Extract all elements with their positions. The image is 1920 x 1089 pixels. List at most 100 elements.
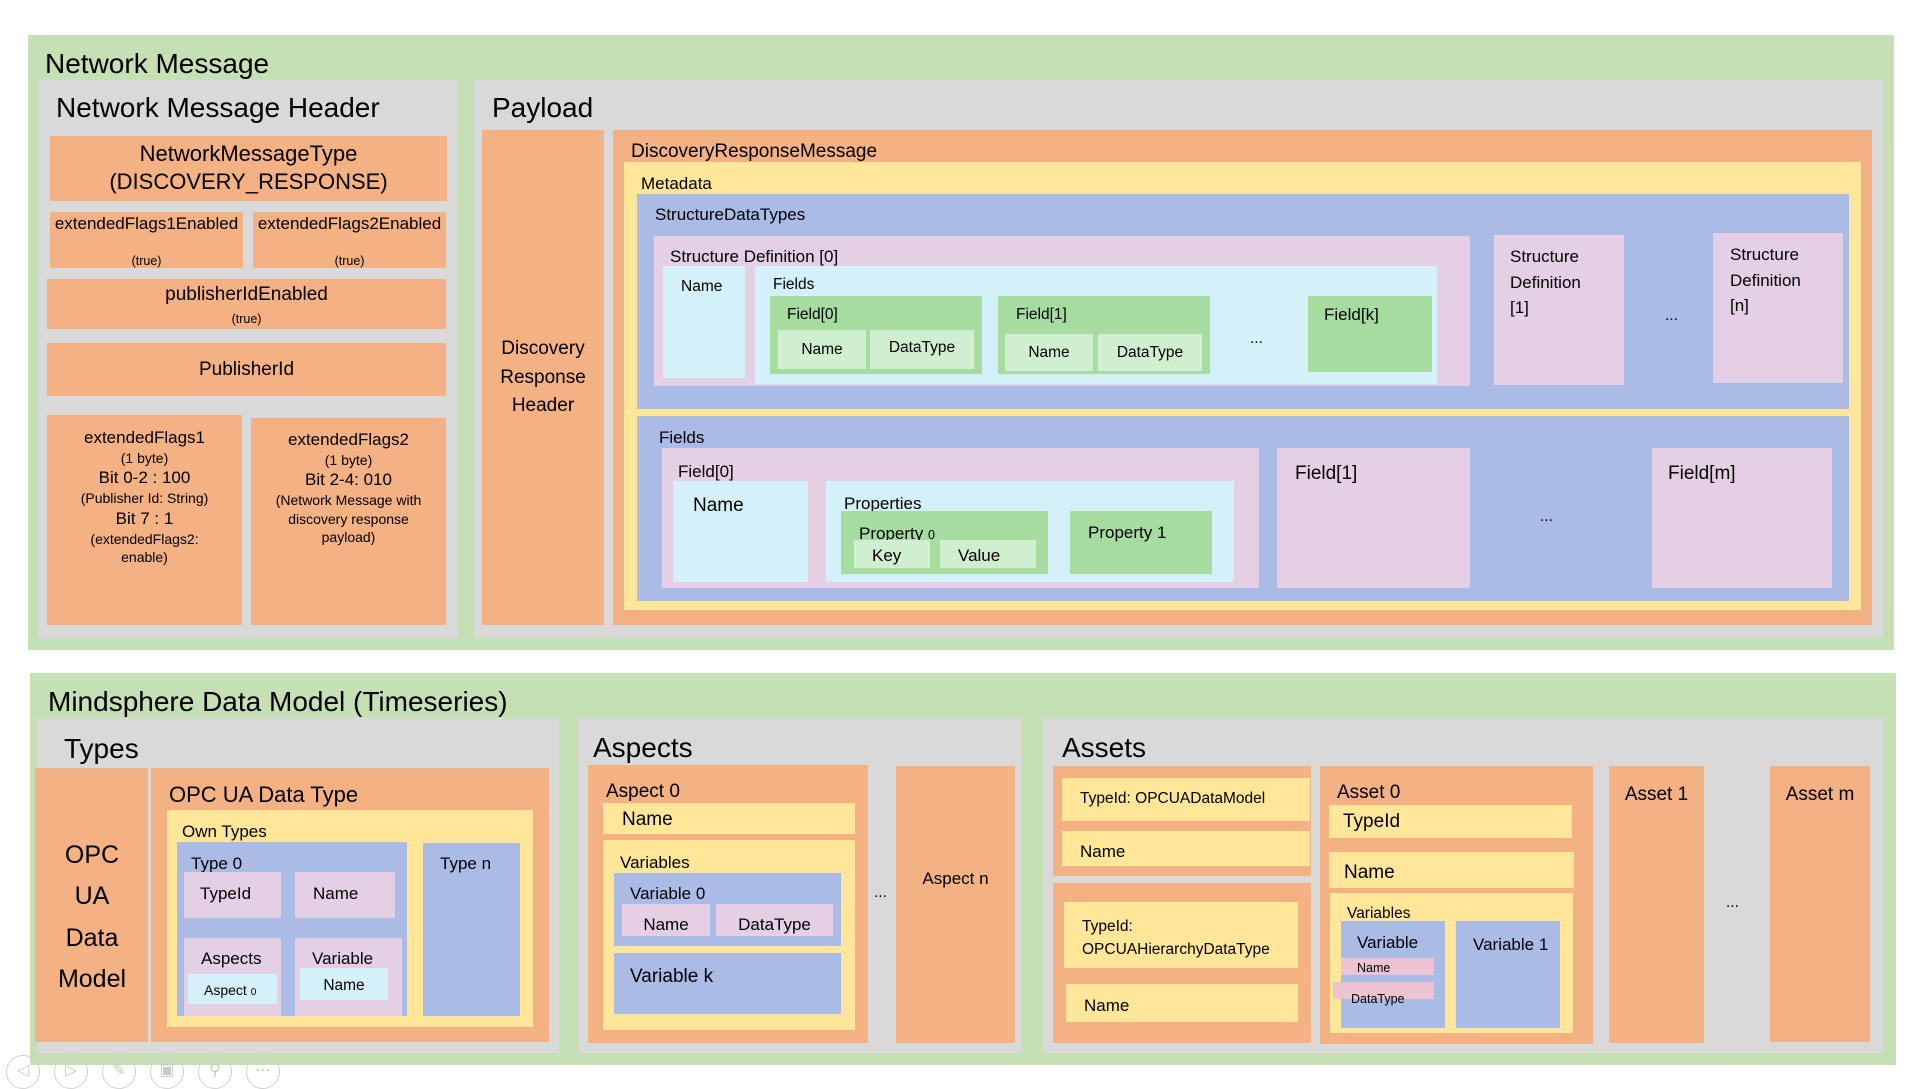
fields-ellipsis: ...: [1540, 508, 1553, 525]
asset-0-variables-title: Variables: [1347, 905, 1411, 922]
publisher-id-enabled-box: publisherIdEnabled (true): [47, 279, 446, 329]
property-0-value: Value: [940, 540, 1036, 568]
type-0-title: Type 0: [191, 854, 243, 873]
aspect-0-variables-title: Variables: [620, 853, 690, 872]
asset-1: Asset 1: [1609, 766, 1704, 1043]
struct-field-1-title: Field[1]: [1016, 306, 1067, 323]
ext-flags2-box: extendedFlags2 (1 byte) Bit 2-4: 010 (Ne…: [251, 418, 446, 625]
arrow-left-icon[interactable]: ◁: [6, 1055, 40, 1089]
type-0-variable-name: Name: [300, 968, 388, 1000]
network-message-title: Network Message: [45, 48, 270, 79]
own-types-title: Own Types: [182, 822, 267, 841]
ext-flags1-bits2: Bit 7 : 1: [115, 508, 174, 528]
publisher-id-label: PublisherId: [198, 359, 295, 380]
payload-title: Payload: [492, 92, 594, 123]
types-title: Types: [64, 733, 139, 764]
variable-k: Variable k: [614, 953, 841, 1014]
ext-flags2-title: extendedFlags2: [288, 430, 409, 449]
struct-field-1-name: Name: [1005, 334, 1093, 371]
asset-typeid-opcua-data-model: TypeId: OPCUADataModel: [1062, 778, 1310, 821]
aspect-n: Aspect n: [896, 766, 1015, 1043]
aspects-title: Aspects: [593, 732, 693, 763]
pen-icon[interactable]: ✎: [102, 1055, 136, 1089]
asset-variable-1: Variable 1: [1456, 921, 1560, 1028]
fields-field-1: Field[1]: [1277, 448, 1470, 588]
ext-flags2-enabled-label: extendedFlags2Enabled: [257, 214, 442, 233]
properties-title: Properties: [844, 494, 922, 513]
ext-flags2-enabled-value: (true): [334, 254, 365, 268]
ext-flags2-bits: Bit 2-4: 010: [305, 470, 392, 490]
asset-opcua-data-model-name: Name: [1062, 831, 1310, 866]
network-message-type-value: (DISCOVERY_RESPONSE): [109, 168, 388, 194]
structure-definition-1: Structure Definition [1]: [1494, 235, 1624, 385]
discovery-response-message-title: DiscoveryResponseMessage: [631, 141, 878, 162]
network-message-header-title: Network Message Header: [56, 92, 380, 123]
metadata-title: Metadata: [641, 174, 712, 193]
ext-flags1-bits1-desc: (Publisher Id: String): [80, 490, 209, 507]
ext-flags1-bits2-desc: (extendedFlags2: enable): [90, 530, 199, 565]
slides-icon[interactable]: ▣: [150, 1055, 184, 1089]
fields-field-0-name: Name: [673, 481, 808, 582]
network-message-type-label: NetworkMessageType: [139, 141, 358, 166]
type-0-name: Name: [295, 872, 395, 918]
ext-flags1-bits1: Bit 0-2 : 100: [98, 468, 191, 488]
property-0-title: Property 0: [859, 524, 935, 543]
struct-field-1-datatype: DataType: [1098, 334, 1202, 371]
more-icon[interactable]: ⋯: [246, 1055, 280, 1089]
structure-data-types-title: StructureDataTypes: [655, 205, 806, 224]
ext-flags1-box: extendedFlags1 (1 byte) Bit 0-2 : 100 (P…: [47, 415, 242, 625]
structure-def-fields-title: Fields: [773, 276, 815, 293]
fields-field-m: Field[m]: [1652, 448, 1832, 588]
asset-variable-name: Name: [1341, 958, 1434, 975]
ext-flags1-enabled-box: extendedFlags1Enabled (true): [50, 212, 243, 268]
aspect-0-title: Aspect 0: [606, 781, 680, 802]
asset-variable-datatype: DataType: [1333, 982, 1434, 1006]
aspect-0-name: Name: [603, 803, 855, 834]
opc-ua-data-model: OPC UA Data Model: [35, 768, 148, 1042]
ext-flags2-bits-desc: (Network Message with discovery response…: [275, 492, 422, 545]
variable-0-title: Variable 0: [630, 884, 706, 903]
discovery-response-header: Discovery Response Header: [482, 130, 604, 625]
publisher-id-enabled-value: (true): [231, 312, 262, 326]
property-1: Property 1: [1070, 511, 1212, 574]
publisher-id-enabled-label: publisherIdEnabled: [165, 284, 328, 305]
type-0-aspect-0: Aspect 0: [188, 974, 277, 1004]
zoom-icon[interactable]: ⚲: [198, 1055, 232, 1089]
asset-typeid-hierarchy: TypeId: OPCUAHierarchyDataType: [1064, 902, 1298, 968]
publisher-id-box: PublisherId: [47, 343, 446, 396]
property-0-key: Key: [854, 540, 930, 568]
fields-field-0-title: Field[0]: [678, 462, 734, 481]
struct-field-0-title: Field[0]: [787, 306, 838, 323]
ext-flags1-enabled-label: extendedFlags1Enabled: [54, 214, 239, 233]
structure-def-name-box: Name: [663, 266, 745, 378]
type-n: Type n: [423, 843, 520, 1016]
struct-field-0-name: Name: [778, 330, 866, 369]
type-0-typeid: TypeId: [184, 872, 281, 918]
opc-ua-data-type-title: OPC UA Data Type: [169, 782, 359, 807]
mindsphere-title: Mindsphere Data Model (Timeseries): [48, 686, 508, 717]
assets-title: Assets: [1062, 732, 1147, 763]
asset-m: Asset m: [1770, 766, 1870, 1042]
struct-fields-ellipsis: ...: [1250, 330, 1263, 347]
asset-0-typeid: TypeId: [1329, 805, 1572, 838]
struct-field-k: Field[k]: [1308, 296, 1432, 372]
arrow-right-icon[interactable]: ▷: [54, 1055, 88, 1089]
assets-ellipsis: ...: [1726, 894, 1739, 911]
structure-definition-n: Structure Definition [n]: [1713, 233, 1843, 383]
ext-flags2-enabled-box: extendedFlags2Enabled (true): [253, 212, 446, 268]
ext-flags1-size: (1 byte): [120, 450, 169, 467]
network-message-type-box: NetworkMessageType (DISCOVERY_RESPONSE): [50, 136, 447, 201]
asset-0-title: Asset 0: [1337, 782, 1401, 803]
asset-hierarchy-name: Name: [1066, 984, 1298, 1022]
struct-field-0-datatype: DataType: [870, 330, 974, 369]
asset-0-name: Name: [1329, 852, 1574, 888]
fields-section-title: Fields: [659, 428, 705, 447]
ext-flags2-size: (1 byte): [324, 452, 373, 469]
variable-0-name: Name: [622, 904, 710, 936]
ext-flags1-title: extendedFlags1: [84, 428, 205, 447]
ext-flags1-enabled-value: (true): [131, 254, 162, 268]
structure-definitions-ellipsis: ...: [1665, 307, 1678, 324]
structure-definition-0-title: Structure Definition [0]: [670, 247, 839, 266]
variable-0-datatype: DataType: [716, 904, 833, 936]
aspects-ellipsis: ...: [874, 884, 887, 901]
